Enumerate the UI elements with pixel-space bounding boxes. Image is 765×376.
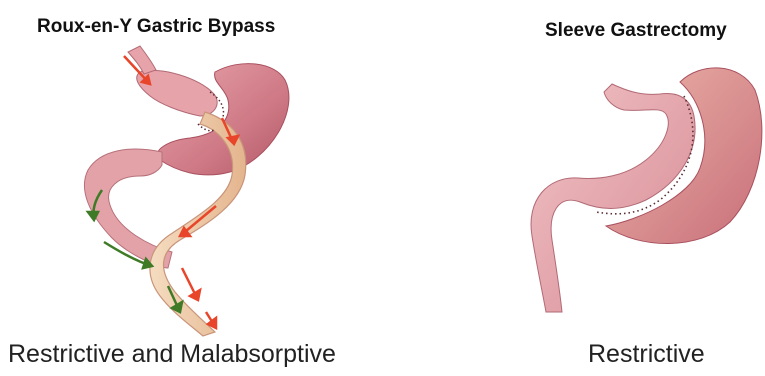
caption-roux-en-y: Restrictive and Malabsorptive: [8, 340, 336, 369]
caption-sleeve: Restrictive: [588, 340, 705, 369]
gastric-sleeve: [531, 84, 695, 312]
